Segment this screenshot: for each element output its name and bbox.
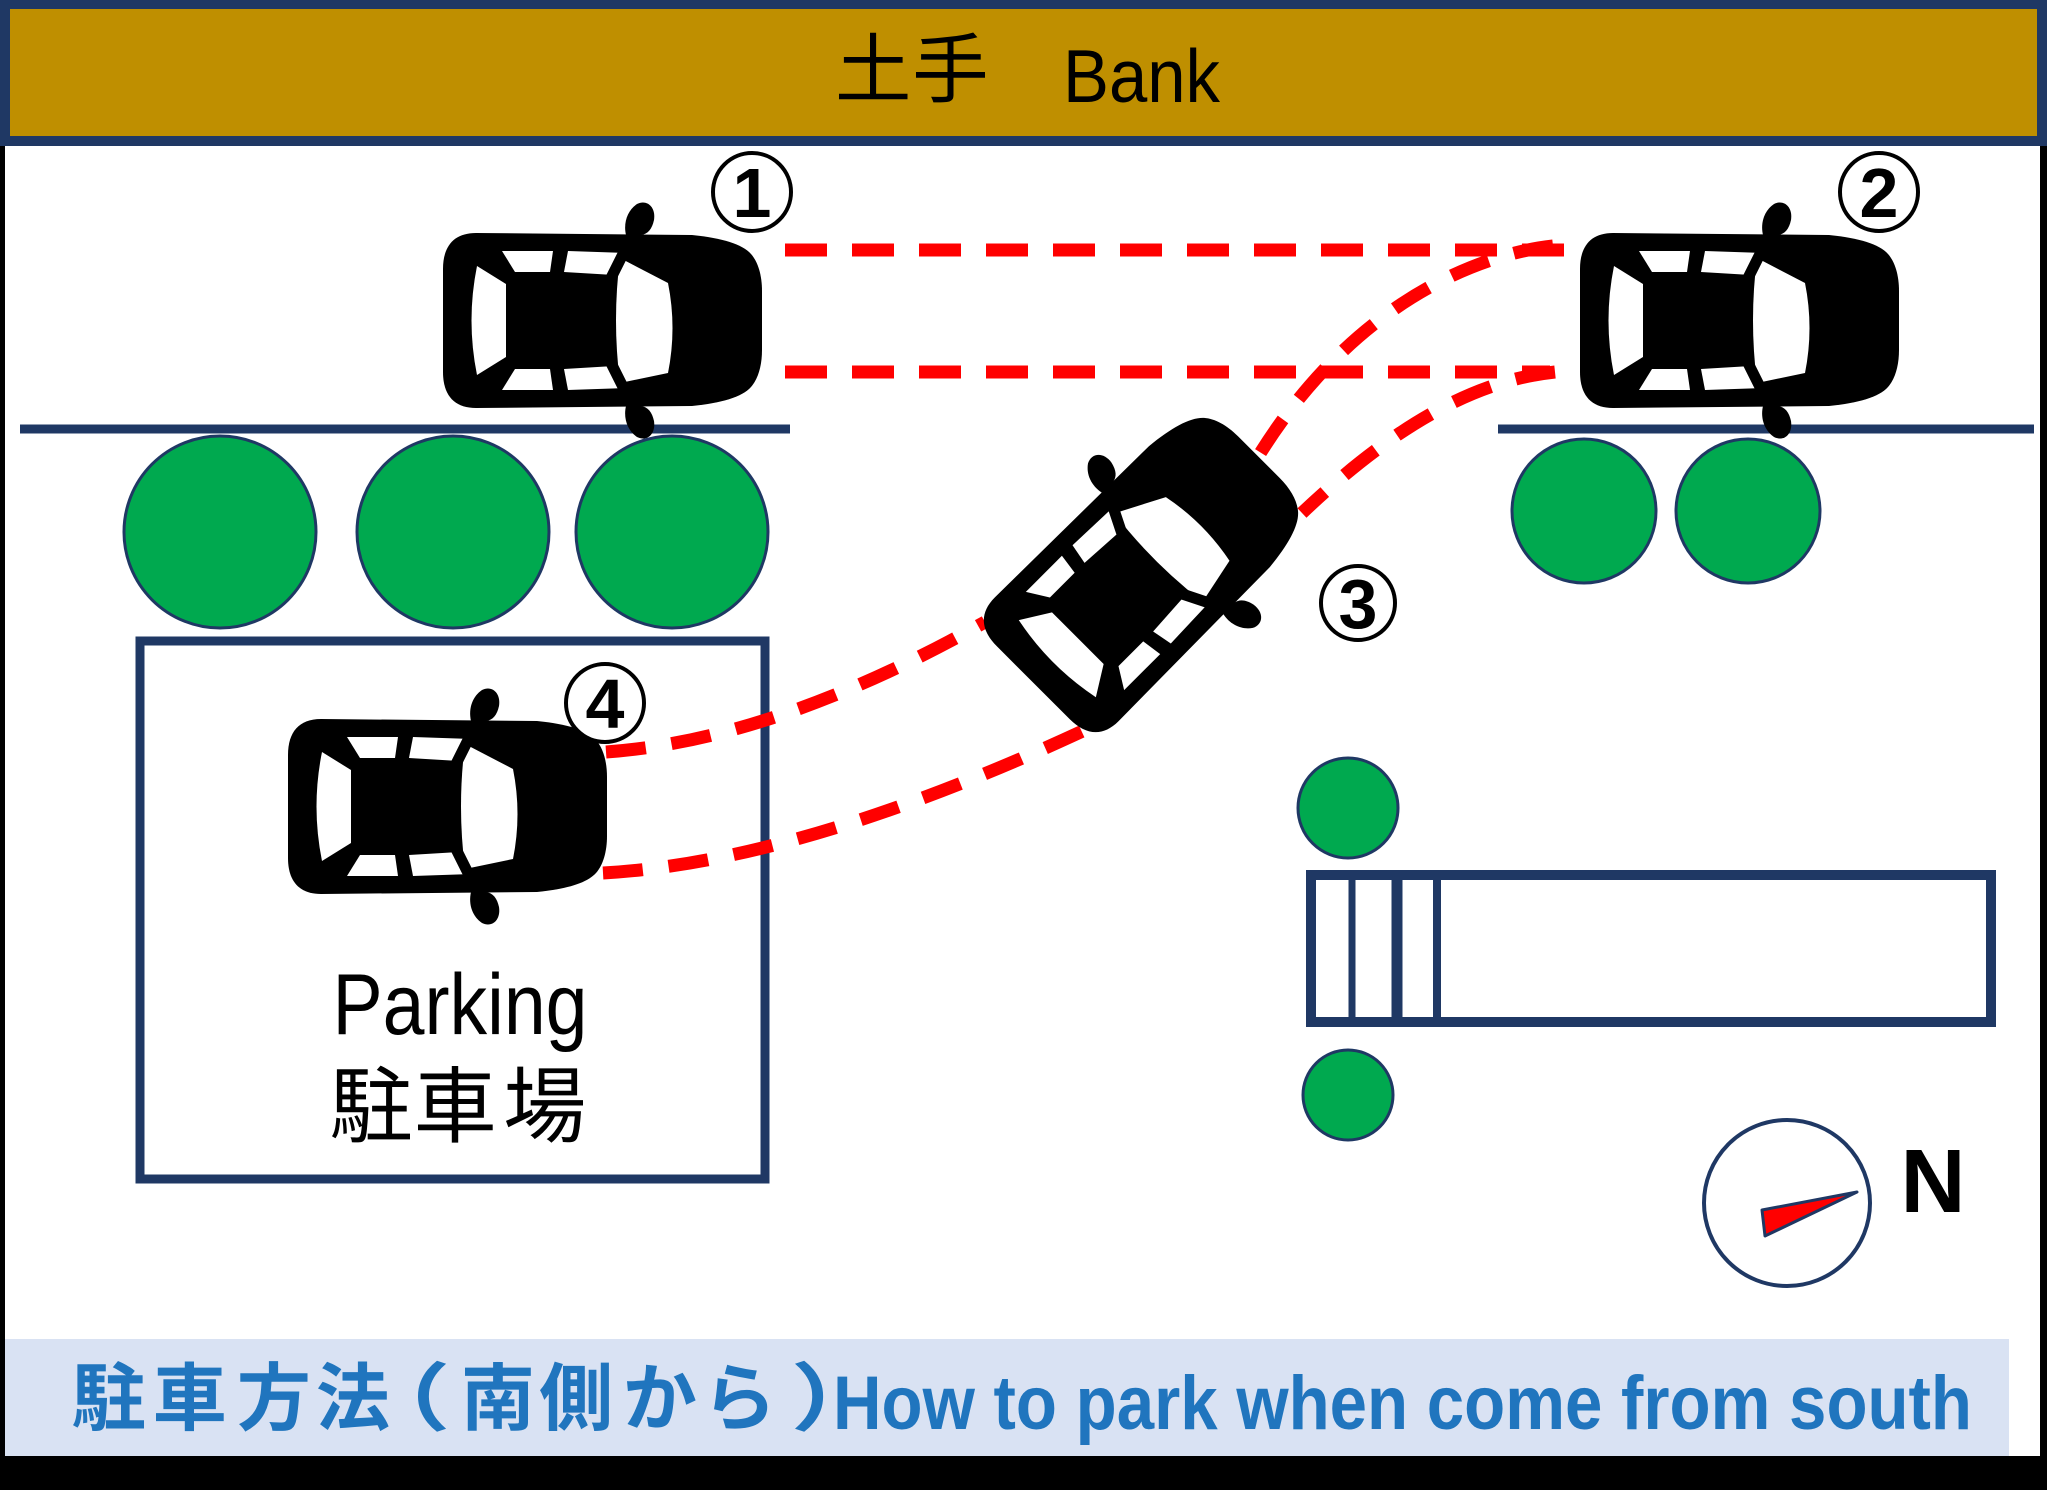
svg-text:N: N xyxy=(1901,1132,1966,1232)
svg-text:3: 3 xyxy=(1339,565,1378,643)
svg-text:How to park when come from sou: How to park when come from south xyxy=(833,1361,1972,1446)
svg-text:Parking: Parking xyxy=(333,957,588,1053)
svg-text:1: 1 xyxy=(733,154,772,232)
svg-text:Bank: Bank xyxy=(1063,34,1220,118)
svg-text:2: 2 xyxy=(1860,154,1899,232)
svg-text:4: 4 xyxy=(586,665,625,743)
